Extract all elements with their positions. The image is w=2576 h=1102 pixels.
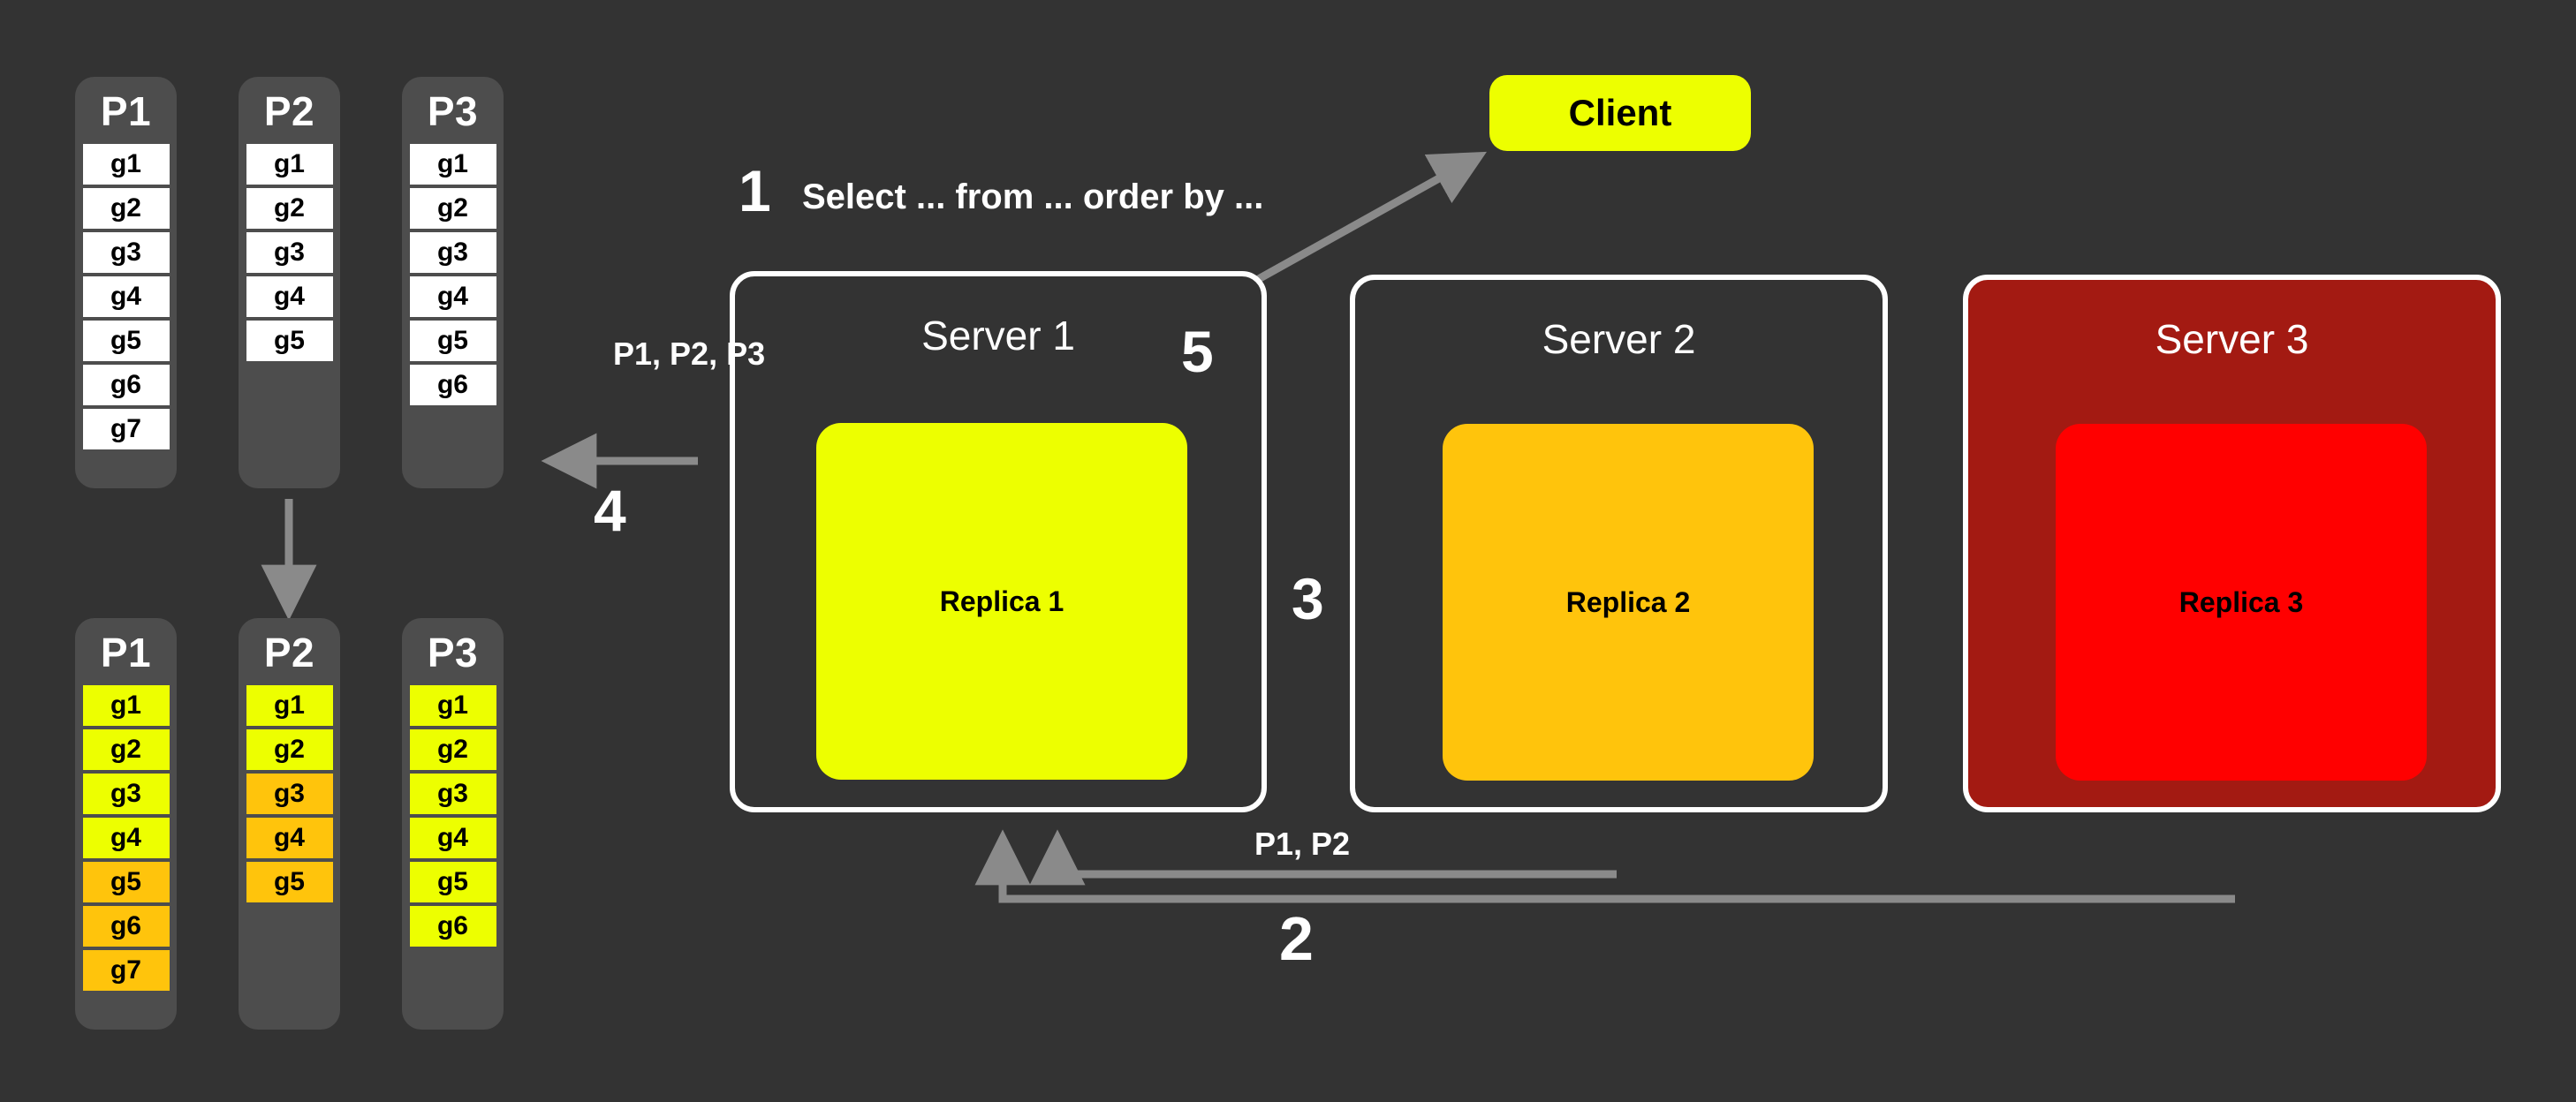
- partition-cell: g5: [409, 862, 496, 902]
- partition-cell: g6: [82, 906, 170, 947]
- partition-cell: g1: [82, 144, 170, 185]
- partition-cell: g1: [409, 685, 496, 726]
- partition-cell: g3: [246, 232, 333, 273]
- partition-cell: g3: [409, 774, 496, 814]
- partition-cell-list: g1 g2 g3 g4 g5 g6 g7: [75, 685, 177, 991]
- partition-title: P3: [427, 88, 479, 134]
- partition-cell: g1: [246, 144, 333, 185]
- partition-title: P2: [263, 630, 315, 676]
- partitions-all-label: P1, P2, P3: [613, 336, 766, 372]
- replica-1-label: Replica 1: [939, 585, 1064, 617]
- partition-cell: g5: [246, 321, 333, 361]
- partition-title: P1: [100, 630, 152, 676]
- server-2-title: Server 2: [1542, 316, 1696, 362]
- partition-cell: g6: [409, 906, 496, 947]
- server-3-title: Server 3: [2155, 316, 2309, 362]
- partition-cell: g5: [409, 321, 496, 361]
- step-number-2: 2: [1279, 904, 1314, 973]
- partition-cell: g3: [246, 774, 333, 814]
- partition-cell-list: g1 g2 g3 g4 g5: [239, 685, 340, 902]
- partition-cell: g7: [82, 409, 170, 449]
- server-3-box[interactable]: Server 3 Replica 3: [1963, 275, 2501, 812]
- partition-column-p3-before: P3 g1 g2 g3 g4 g5 g6: [402, 77, 504, 488]
- partition-cell: g2: [246, 729, 333, 770]
- replica-3-box[interactable]: Replica 3: [2056, 424, 2427, 781]
- partition-cell: g1: [246, 685, 333, 726]
- step-number-3: 3: [1292, 566, 1324, 631]
- partition-column-p2-after: P2 g1 g2 g3 g4 g5: [239, 618, 340, 1030]
- partition-cell: g4: [409, 276, 496, 317]
- partition-cell: g5: [82, 321, 170, 361]
- replica-2-box[interactable]: Replica 2: [1443, 424, 1814, 781]
- partition-cell: g6: [82, 365, 170, 405]
- partition-cell: g2: [246, 188, 333, 229]
- partition-cell: g1: [409, 144, 496, 185]
- replica-1-box[interactable]: Replica 1: [816, 423, 1187, 780]
- client-node[interactable]: Client: [1489, 75, 1751, 151]
- partition-cell-list: g1 g2 g3 g4 g5 g6: [402, 144, 504, 405]
- partition-cell: g5: [246, 862, 333, 902]
- query-label: Select ... from ... order by ...: [802, 177, 1264, 216]
- partition-cell: g2: [82, 729, 170, 770]
- partition-cell: g4: [246, 818, 333, 858]
- partition-cell: g4: [82, 818, 170, 858]
- partition-cell: g1: [82, 685, 170, 726]
- partition-cell: g5: [82, 862, 170, 902]
- server-1-title: Server 1: [921, 313, 1075, 359]
- server-1-box[interactable]: Server 1 Replica 1: [730, 271, 1267, 812]
- partition-title: P2: [263, 88, 315, 134]
- replica-3-label: Replica 3: [2178, 585, 2304, 618]
- step-number-4: 4: [594, 478, 626, 543]
- partition-cell-list: g1 g2 g3 g4 g5: [239, 144, 340, 361]
- partition-cell: g2: [409, 729, 496, 770]
- partition-cell: g4: [246, 276, 333, 317]
- partition-cell: g4: [409, 818, 496, 858]
- replica-2-label: Replica 2: [1565, 585, 1691, 618]
- client-label: Client: [1568, 92, 1672, 133]
- partition-cell: g3: [82, 232, 170, 273]
- partition-cell: g4: [82, 276, 170, 317]
- step-number-1: 1: [739, 158, 771, 223]
- partition-column-p3-after: P3 g1 g2 g3 g4 g5 g6: [402, 618, 504, 1030]
- partition-column-p2-before: P2 g1 g2 g3 g4 g5: [239, 77, 340, 488]
- step-number-5: 5: [1181, 319, 1214, 384]
- partition-column-p1-before: P1 g1 g2 g3 g4 g5 g6 g7: [75, 77, 177, 488]
- partition-title: P3: [427, 630, 479, 676]
- partition-cell: g6: [409, 365, 496, 405]
- partition-cell: g7: [82, 950, 170, 991]
- partition-title: P1: [100, 88, 152, 134]
- partition-column-p1-after: P1 g1 g2 g3 g4 g5 g6 g7: [75, 618, 177, 1030]
- partition-cell: g2: [409, 188, 496, 229]
- partition-cell: g3: [82, 774, 170, 814]
- partition-cell: g2: [82, 188, 170, 229]
- arrow-step-2-server3: [974, 829, 2235, 903]
- server-2-box[interactable]: Server 2 Replica 2: [1350, 275, 1888, 812]
- partition-cell-list: g1 g2 g3 g4 g5 g6 g7: [75, 144, 177, 449]
- partition-cell-list: g1 g2 g3 g4 g5 g6: [402, 685, 504, 947]
- partitions-p1p2-label: P1, P2: [1254, 826, 1351, 862]
- partition-cell: g3: [409, 232, 496, 273]
